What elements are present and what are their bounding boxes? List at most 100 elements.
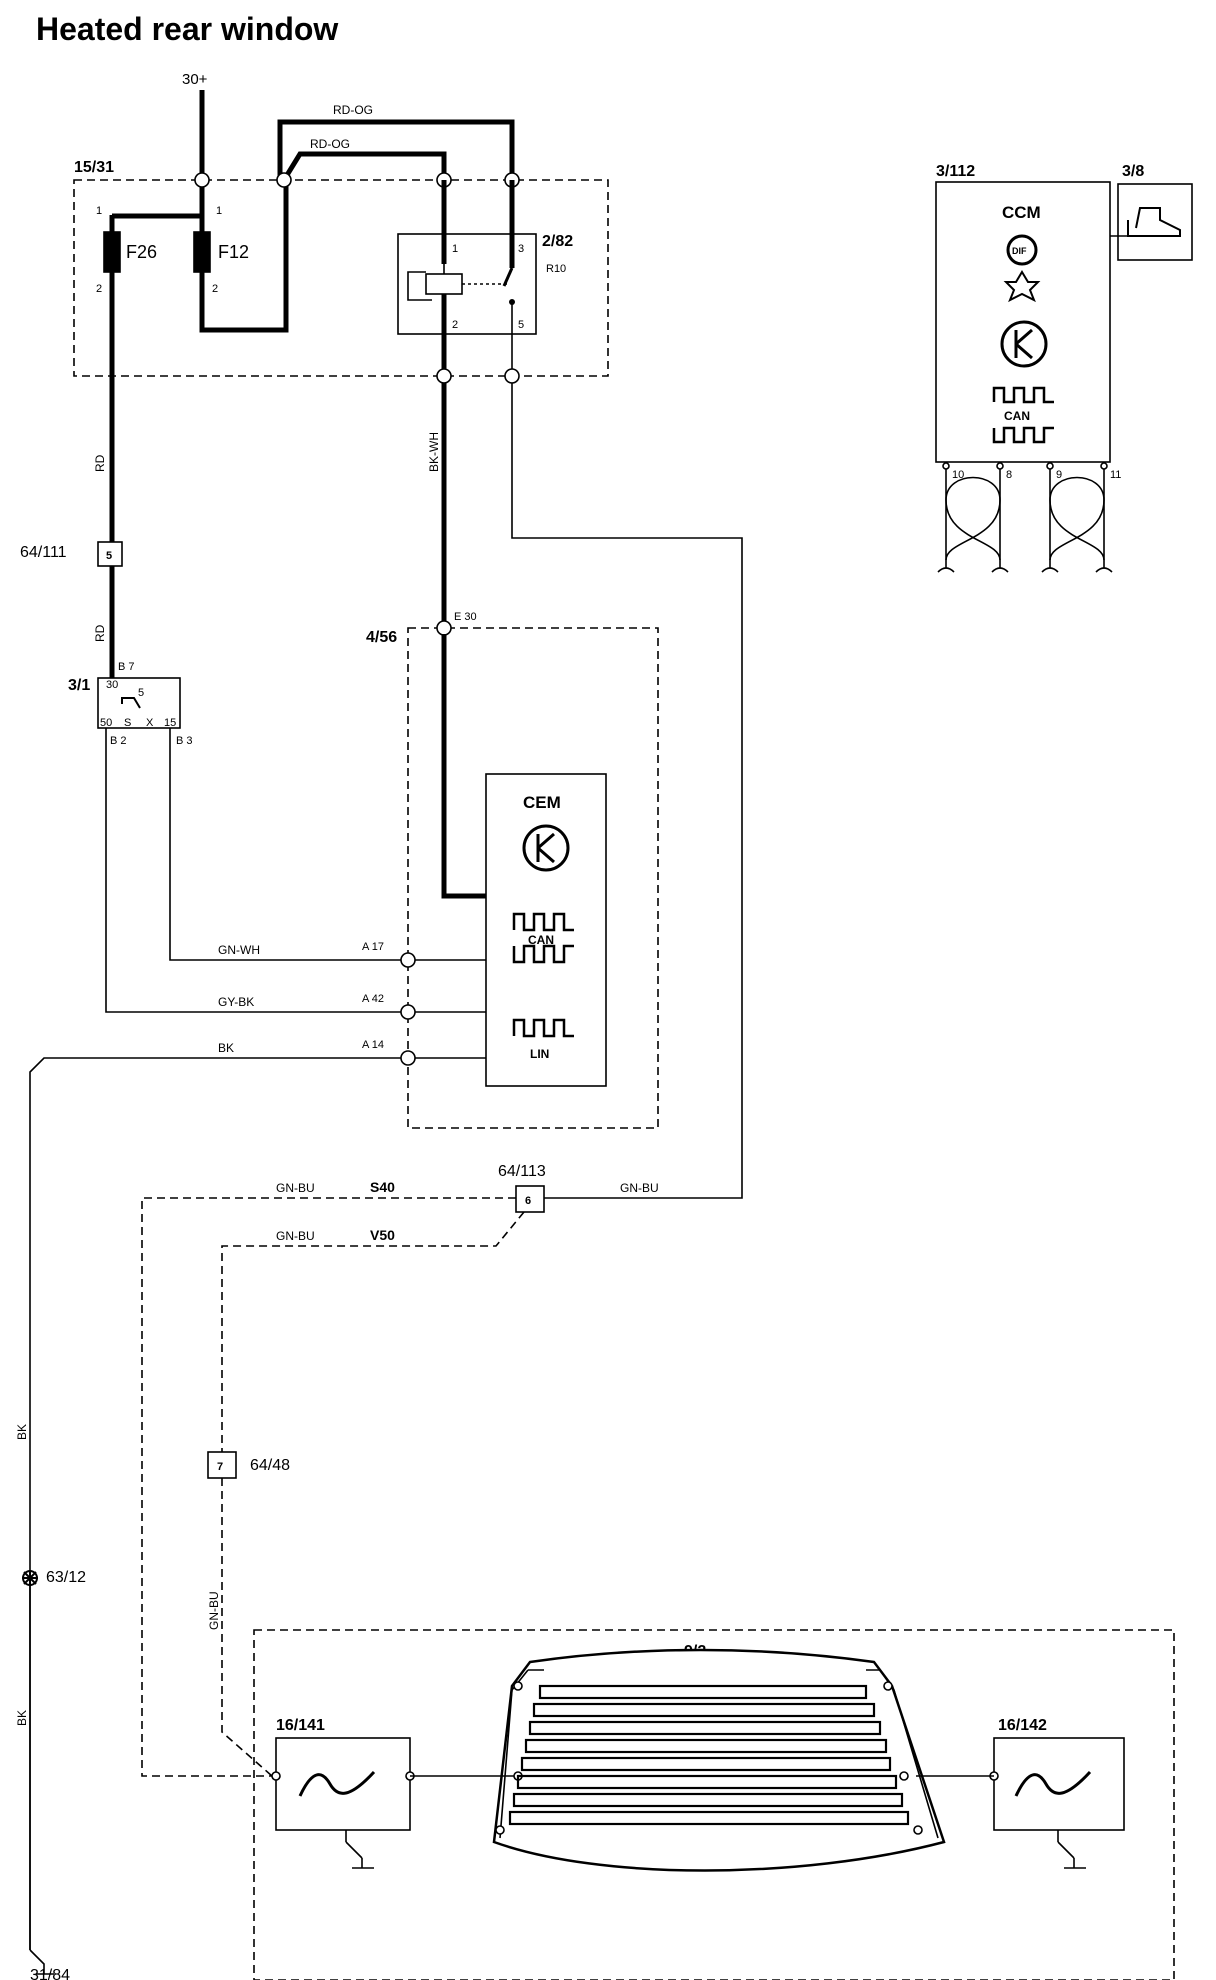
wire-label-rd-1: RD bbox=[93, 454, 107, 472]
ccm-can-label: CAN bbox=[1004, 409, 1030, 423]
wire-bk bbox=[29, 1057, 402, 1950]
wire-gn-bu-v50 bbox=[221, 1211, 525, 1452]
ccm-can-icon bbox=[992, 386, 1054, 444]
ground-31-84-label: 31/84 bbox=[30, 1967, 70, 1980]
connector-64-111-label: 64/111 bbox=[20, 544, 67, 561]
relay-pin3: 3 bbox=[518, 243, 524, 255]
node-relay2-bottom bbox=[436, 368, 452, 384]
cem-can-label: CAN bbox=[528, 933, 554, 947]
node-cem-a14 bbox=[400, 1050, 416, 1066]
relay-label: 2/82 bbox=[542, 233, 573, 250]
rear-window-heating-elements bbox=[508, 1684, 910, 1826]
switch-pin-b3: B 3 bbox=[176, 735, 193, 747]
ccm-pin-node-8 bbox=[996, 462, 1004, 470]
connector-64-48-label: 64/48 bbox=[250, 1457, 290, 1474]
relay-pin5: 5 bbox=[518, 319, 524, 331]
wire-label-gn-wh: GN-WH bbox=[218, 943, 260, 957]
relay-contact bbox=[502, 267, 514, 287]
page-title: Heated rear window bbox=[36, 11, 338, 47]
fuse-f12-pin2: 2 bbox=[212, 283, 218, 295]
cem-pin-a17: A 17 bbox=[362, 941, 384, 953]
suppressor-16-142[interactable] bbox=[993, 1737, 1125, 1831]
fuse-f12[interactable] bbox=[193, 231, 211, 273]
ignition-switch-label: 3/1 bbox=[68, 677, 90, 694]
rear-window-outline[interactable] bbox=[492, 1648, 946, 1872]
switch-pin-s: S bbox=[124, 717, 131, 729]
connector-64-111[interactable] bbox=[97, 541, 123, 567]
suppressor-left-icon bbox=[298, 1770, 376, 1797]
cem-can-icon bbox=[512, 912, 574, 964]
wire-label-gn-bu-vert: GN-BU bbox=[207, 1591, 221, 1630]
ccm-twisted-pair-left bbox=[945, 476, 1001, 561]
connector-64-113-pin: 6 bbox=[525, 1195, 531, 1207]
window-node-left-bottom bbox=[495, 1825, 505, 1835]
relay-pin2: 2 bbox=[452, 319, 458, 331]
central-electrical-unit-label: 15/31 bbox=[74, 159, 114, 176]
fuse-f26-pin2: 2 bbox=[96, 283, 102, 295]
cem-pin-a42: A 42 bbox=[362, 993, 384, 1005]
fuse-f26[interactable] bbox=[103, 231, 121, 273]
wire-label-rd-og-1: RD-OG bbox=[333, 103, 373, 117]
wire-rd-og-upper bbox=[277, 119, 515, 180]
cem-module-box bbox=[407, 627, 659, 1129]
central-electrical-unit-box bbox=[73, 179, 609, 377]
connector-64-113-label: 64/113 bbox=[498, 1163, 546, 1180]
node-cem-a42 bbox=[400, 1004, 416, 1020]
fuse-f12-pin1: 1 bbox=[216, 205, 222, 217]
ground-31-84-symbol bbox=[29, 1949, 45, 1974]
ccm-switch-3-8[interactable] bbox=[1117, 183, 1193, 261]
fuse-f12-label: F12 bbox=[218, 242, 249, 262]
relay-pin1: 1 bbox=[452, 243, 458, 255]
switch-pin-x: X bbox=[146, 717, 154, 729]
cem-lin-icon bbox=[512, 1018, 574, 1038]
node-cem-a17 bbox=[400, 952, 416, 968]
node-rd-og bbox=[276, 172, 292, 188]
cem-transistor-icon bbox=[522, 824, 570, 872]
window-node-right-bottom bbox=[913, 1825, 923, 1835]
wire-label-gn-bu-s40: GN-BU bbox=[276, 1181, 315, 1195]
ccm-star-icon bbox=[1003, 270, 1041, 303]
wire-gn-bu-s40 bbox=[141, 1197, 516, 1777]
wire-label-gn-bu-v50: GN-BU bbox=[276, 1229, 315, 1243]
ccm-switch-contact bbox=[1127, 207, 1181, 237]
suppressor-16-142-label: 16/142 bbox=[998, 1717, 1047, 1734]
switch-pin-b2: B 2 bbox=[110, 735, 127, 747]
wire-gn-bu-64-48 bbox=[221, 1478, 273, 1777]
cem-pin-e30: E 30 bbox=[454, 611, 477, 623]
rear-window-inner-frame bbox=[499, 1669, 939, 1839]
wire-relay5-to-64-113 bbox=[511, 383, 743, 1199]
cem-pin-a14: A 14 bbox=[362, 1039, 384, 1051]
relay-coil bbox=[425, 273, 463, 295]
suppressor-16-141-label: 16/141 bbox=[276, 1717, 325, 1734]
ignition-switch-3-1[interactable] bbox=[97, 677, 181, 729]
wire-label-gn-bu-right: GN-BU bbox=[620, 1181, 659, 1195]
ccm-unit-label: 3/112 bbox=[936, 163, 975, 180]
ccm-pin-node-10 bbox=[942, 462, 950, 470]
switch-pin-b7: B 7 bbox=[118, 661, 135, 673]
wire-label-bk-3: BK bbox=[15, 1710, 29, 1726]
ccm-pin-node-9 bbox=[1046, 462, 1054, 470]
window-node-right-mid bbox=[899, 1771, 909, 1781]
suppressor-left-node-in bbox=[271, 1771, 281, 1781]
ccm-pin-node-11 bbox=[1100, 462, 1108, 470]
ccm-transistor-icon bbox=[1000, 320, 1048, 368]
suppressor-16-141[interactable] bbox=[275, 1737, 411, 1831]
ground-point-63-12 bbox=[22, 1570, 38, 1586]
rear-window-assembly-box bbox=[253, 1629, 1175, 1980]
ccm-dif-label: DIF bbox=[1012, 246, 1027, 256]
relay-2-82[interactable] bbox=[397, 233, 537, 335]
cem-module-label: 4/56 bbox=[366, 629, 397, 646]
suppressor-left-ground bbox=[345, 1829, 375, 1869]
node-30plus bbox=[194, 172, 210, 188]
wire-f12-to-relay bbox=[199, 180, 289, 333]
ccm-twisted-pair-right bbox=[1049, 476, 1105, 561]
wire-label-bk-2: BK bbox=[15, 1424, 29, 1440]
ccm-switch-label: 3/8 bbox=[1122, 163, 1144, 180]
ccm-label: CCM bbox=[1002, 203, 1041, 222]
node-cem-e30 bbox=[436, 620, 452, 636]
wire-label-bk-wh: BK-WH bbox=[427, 432, 441, 472]
connector-64-113[interactable] bbox=[515, 1185, 545, 1213]
relay-coil-bracket bbox=[407, 271, 432, 301]
fuse-f26-label: F26 bbox=[126, 242, 157, 262]
